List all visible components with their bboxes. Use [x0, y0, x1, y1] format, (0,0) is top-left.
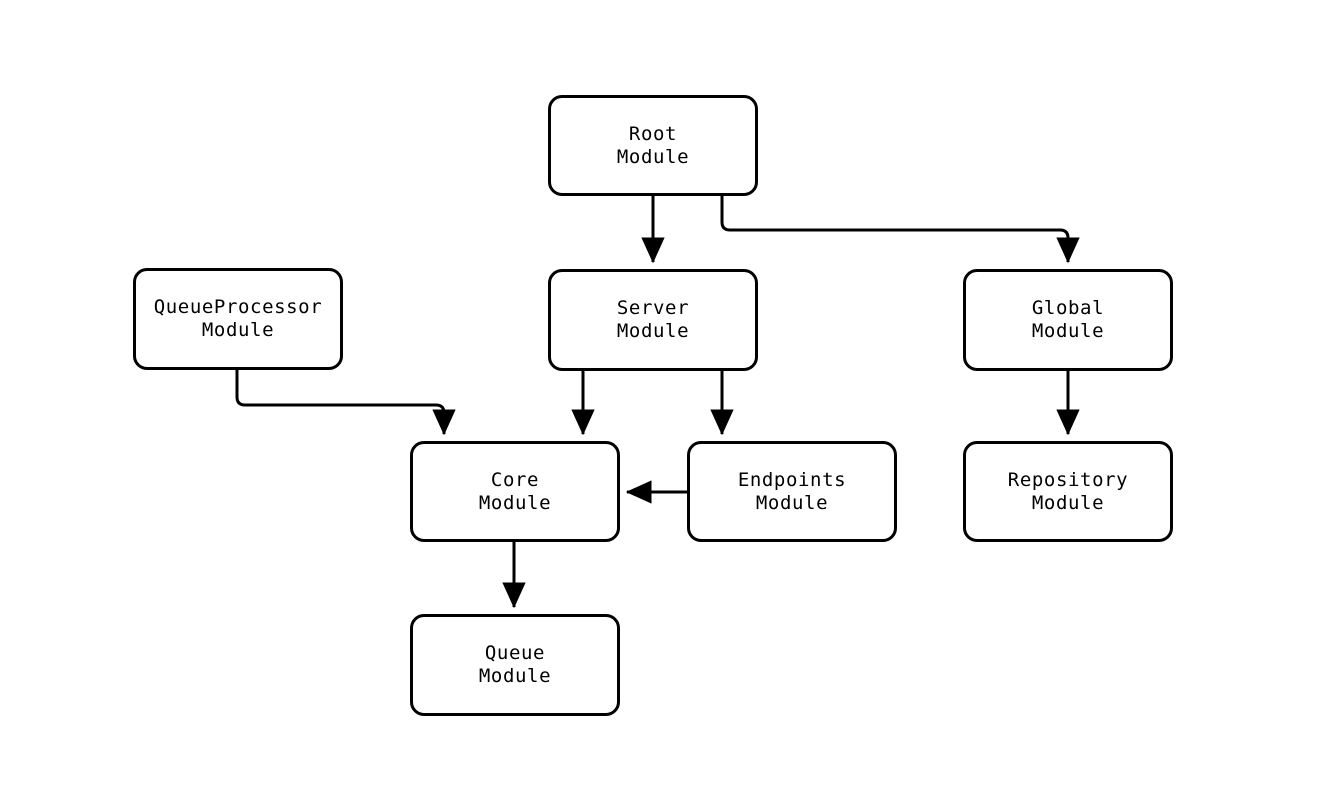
node-server-suffix: Module	[616, 320, 690, 342]
node-repository-name: Repository	[1007, 468, 1129, 491]
node-global[interactable]: Global Module	[963, 269, 1173, 371]
node-core[interactable]: Core Module	[410, 441, 620, 542]
node-endpoints-name: Endpoints	[737, 468, 847, 491]
node-repository-suffix: Module	[1031, 491, 1105, 514]
node-endpoints[interactable]: Endpoints Module	[687, 441, 897, 542]
node-core-name: Core	[490, 468, 540, 491]
node-global-name: Global	[1031, 297, 1105, 319]
node-queueprocessor-name: QueueProcessor	[153, 296, 323, 318]
node-endpoints-suffix: Module	[755, 491, 829, 514]
node-root-name: Root	[628, 122, 678, 145]
node-server-name: Server	[616, 297, 690, 319]
edge-root-to-global	[720, 196, 1080, 264]
node-queueprocessor-suffix: Module	[201, 319, 275, 341]
node-server[interactable]: Server Module	[548, 269, 758, 371]
node-queueprocessor[interactable]: QueueProcessor Module	[133, 268, 343, 370]
node-repository[interactable]: Repository Module	[963, 441, 1173, 542]
node-global-suffix: Module	[1031, 320, 1105, 342]
node-queue[interactable]: Queue Module	[410, 614, 620, 716]
edge-queueprocessor-to-core	[235, 370, 456, 436]
node-core-suffix: Module	[478, 491, 552, 514]
node-queue-name: Queue	[484, 642, 546, 664]
node-root-suffix: Module	[616, 145, 690, 168]
node-root[interactable]: Root Module	[548, 95, 758, 196]
node-queue-suffix: Module	[478, 665, 552, 687]
edges-group	[235, 196, 1080, 609]
